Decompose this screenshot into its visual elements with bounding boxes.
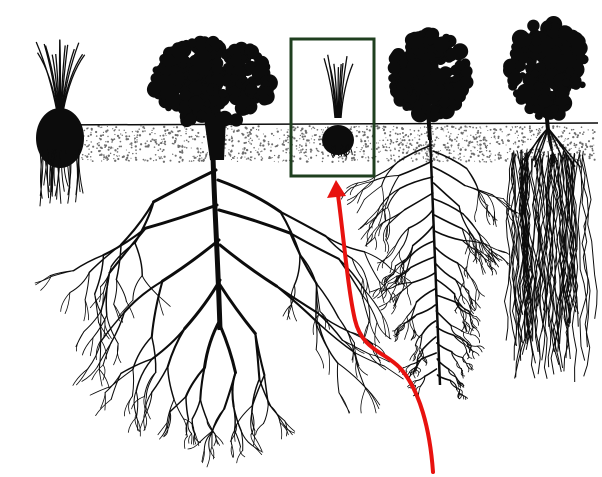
plant-1-grass-short-fibrous-roots — [36, 40, 85, 206]
ground-line — [40, 123, 598, 125]
arrow-head — [327, 180, 346, 198]
plant-2-shrub-spreading-lateral-roots — [35, 36, 410, 467]
plant-3-grass-shallow-fibrous-roots — [322, 55, 354, 158]
plant-5-shrub-deep-fibrous-roots — [503, 16, 597, 382]
